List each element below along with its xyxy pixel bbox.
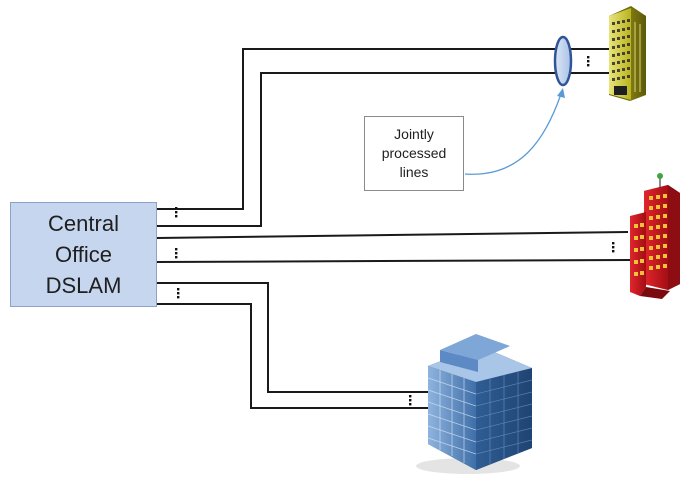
dots-co-bottom	[177, 288, 180, 299]
wire-pair-middle	[156, 231, 631, 263]
note-line1: Jointly	[394, 126, 434, 142]
dots-middle-building	[612, 242, 615, 253]
blue-glass-office-building-icon	[416, 334, 533, 474]
red-office-building-icon	[630, 173, 680, 299]
arrow-head	[557, 88, 565, 98]
central-office-dslam-box: Central Office DSLAM	[10, 202, 157, 307]
note-line2: processed	[381, 145, 447, 161]
wire-pair-top	[157, 48, 618, 227]
wire-middle-lower	[156, 259, 631, 263]
note-arrow	[464, 88, 565, 175]
wire-top-inner	[157, 72, 618, 227]
co-label-line2: Office	[54, 242, 113, 267]
ellipsis-dots	[175, 56, 615, 406]
wire-bottom-lower	[157, 303, 432, 409]
dots-bottom-building	[409, 395, 412, 406]
co-label-line3: DSLAM	[45, 273, 122, 298]
wire-pair-bottom	[157, 282, 432, 409]
dots-top-building	[587, 56, 590, 67]
dots-co-middle	[175, 248, 178, 259]
note-line3: lines	[399, 164, 429, 180]
joint-processing-ellipse	[553, 35, 573, 87]
dots-co-top	[175, 207, 178, 218]
yellow-office-tower-icon	[609, 6, 646, 101]
wire-bottom-upper	[157, 282, 432, 393]
arrow-curve	[464, 93, 562, 175]
jointly-processed-note: Jointly processed lines	[364, 116, 464, 191]
wire-middle-upper	[156, 231, 629, 239]
co-label-line1: Central	[48, 211, 119, 236]
wire-top-outer	[157, 48, 618, 210]
